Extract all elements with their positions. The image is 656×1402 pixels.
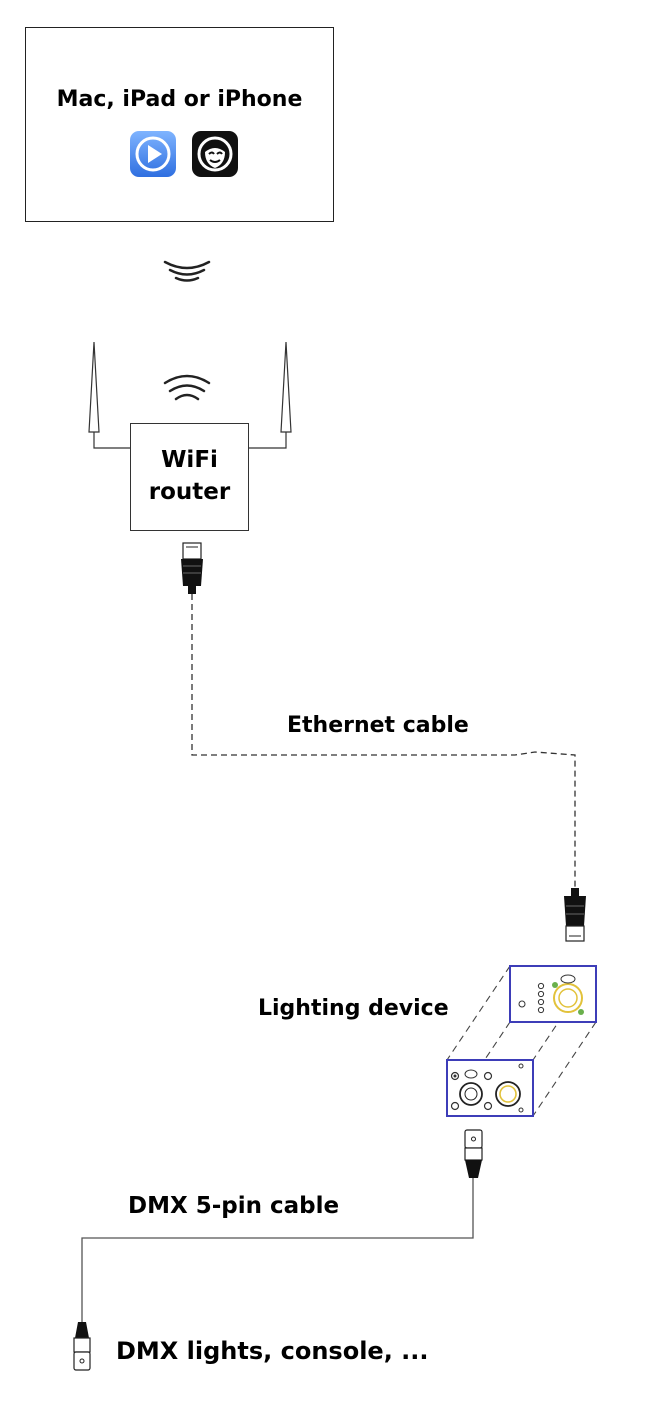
wifi-router-box: WiFi router [130,423,249,531]
lighting-device-label: Lighting device [258,996,449,1021]
wifi-signal-icon-device [163,260,211,282]
lighting-device [446,965,597,1117]
theater-mask-app-icon [192,131,238,177]
wifi-signal-icon-router [163,374,211,401]
ethernet-cable-label: Ethernet cable [287,713,469,738]
source-device-title: Mac, iPad or iPhone [56,87,303,112]
wifi-router-label: WiFi router [131,444,248,508]
play-app-icon [130,131,176,177]
router-antenna-left [88,341,130,449]
xlr-connector-device [464,1129,483,1178]
ethernet-connector-device [564,888,586,942]
wifi-router-label-line2: router [148,479,231,505]
ethernet-connector-router [181,542,203,594]
ethernet-cable [191,594,576,895]
source-device-box: Mac, iPad or iPhone [25,27,334,222]
dmx-targets-label: DMX lights, console, ... [116,1337,429,1365]
lighting-device-front-panel [446,1059,534,1117]
lighting-device-rear-panel [509,965,597,1023]
dmx-cable-label: DMX 5-pin cable [128,1193,340,1219]
wifi-router-label-line1: WiFi [161,447,218,473]
router-antenna-right [249,341,292,449]
dmx-cable [81,1178,474,1322]
xlr-connector-dmx [73,1322,91,1371]
